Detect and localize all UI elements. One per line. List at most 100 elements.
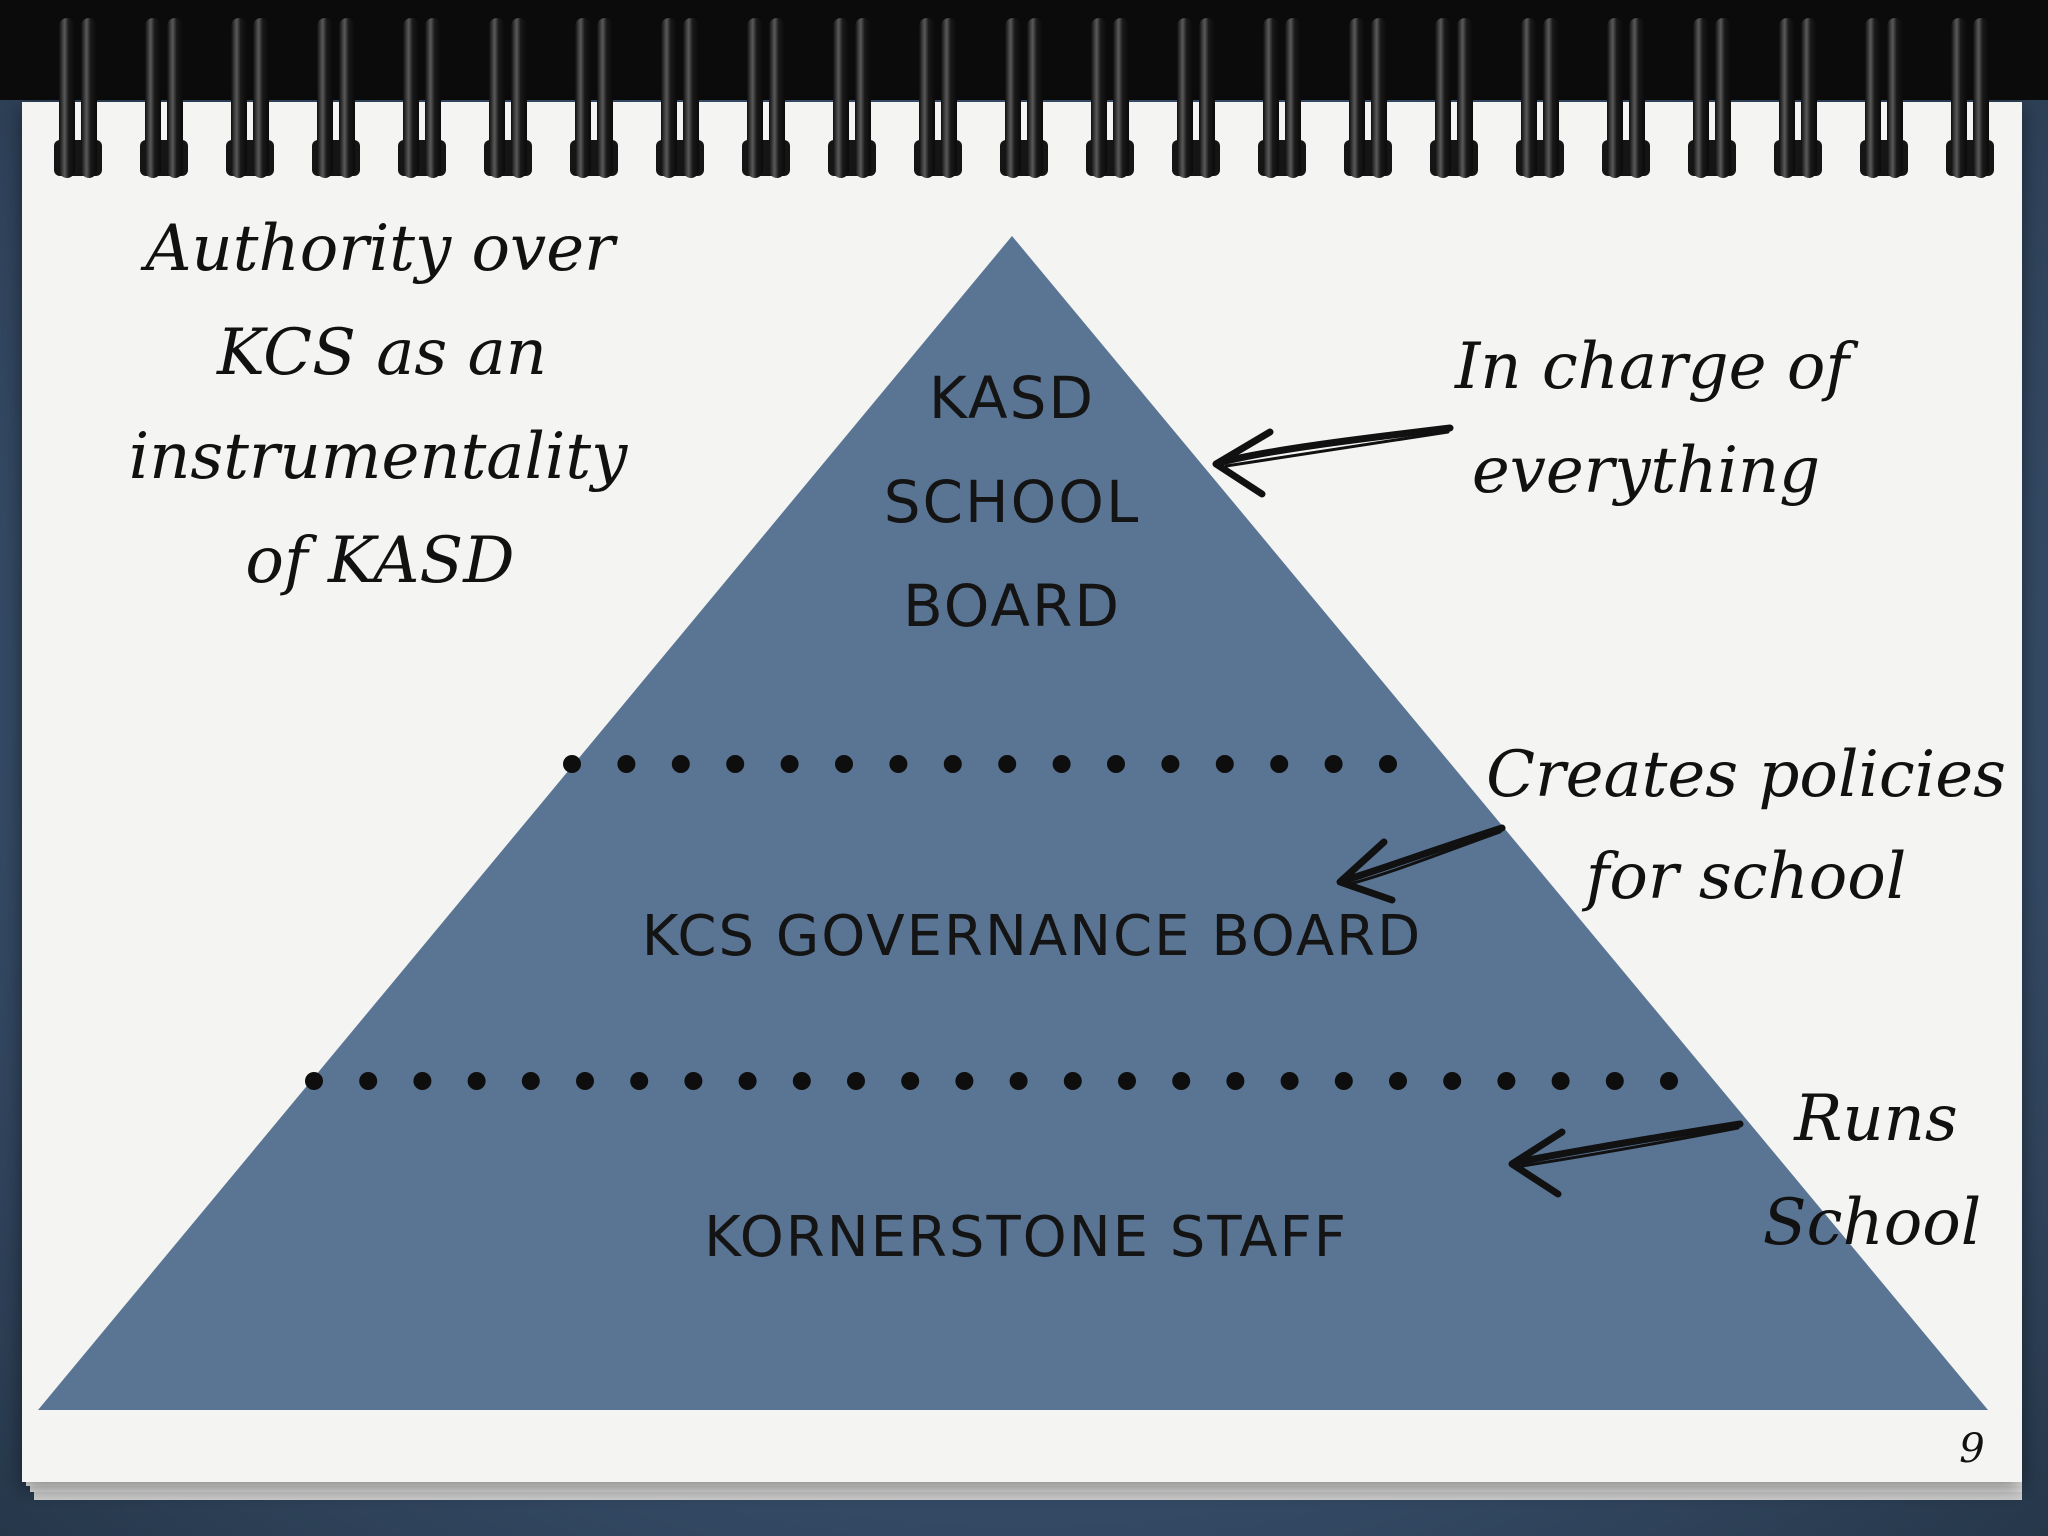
divider-dot bbox=[1389, 1072, 1407, 1090]
divider-dot bbox=[835, 755, 853, 773]
divider-dot bbox=[305, 1072, 323, 1090]
divider-dot bbox=[1551, 1072, 1570, 1090]
spiral-ring bbox=[769, 18, 785, 178]
spiral-ring bbox=[425, 18, 441, 178]
annotation-bottom-right-line-2: School bbox=[1763, 1186, 1981, 1260]
page-number: 9 bbox=[1959, 1426, 1984, 1472]
spiral-ring bbox=[1177, 18, 1193, 178]
spiral-ring bbox=[1349, 18, 1365, 178]
annotation-middle-right-line-1: Creates policies bbox=[1486, 738, 2006, 812]
spiral-ring bbox=[1715, 18, 1731, 178]
divider-dot bbox=[1324, 755, 1343, 773]
tier-kasd-school-board: KASD SCHOOL BOARD bbox=[884, 364, 1141, 640]
spiral-ring bbox=[1113, 18, 1129, 178]
tier-1-line-3: BOARD bbox=[903, 572, 1121, 640]
spiral-ring bbox=[1629, 18, 1645, 178]
divider-dot bbox=[792, 1072, 811, 1090]
spiral-ring bbox=[1951, 18, 1967, 178]
divider-dot bbox=[1118, 1072, 1136, 1090]
divider-dot bbox=[1280, 1072, 1299, 1090]
tier-1-line-1: KASD bbox=[929, 364, 1095, 432]
spiral-ring bbox=[1005, 18, 1021, 178]
binding-strip bbox=[0, 0, 2048, 100]
arrow-to-kornerstone-staff bbox=[1508, 1120, 1744, 1198]
divider-dot bbox=[1052, 755, 1071, 773]
divider-dot bbox=[943, 755, 962, 773]
divider-dot bbox=[630, 1072, 649, 1090]
annotation-middle-right-line-2: for school bbox=[1582, 840, 1907, 914]
spiral-ring bbox=[1027, 18, 1043, 178]
divider-dot bbox=[726, 755, 745, 773]
spiral-ring bbox=[511, 18, 527, 178]
tier-kcs-governance-board: KCS GOVERNANCE BOARD bbox=[642, 904, 1422, 969]
spiral-ring bbox=[1435, 18, 1451, 178]
spiral-ring bbox=[1801, 18, 1817, 178]
divider-dot bbox=[1334, 1072, 1353, 1090]
divider-dot bbox=[413, 1072, 432, 1090]
annotation-top-right: In charge of everything bbox=[1454, 330, 1859, 508]
spiral-ring bbox=[167, 18, 183, 178]
spiral-ring bbox=[941, 18, 957, 178]
divider-dot bbox=[563, 755, 581, 773]
tier-divider-top bbox=[563, 755, 1397, 773]
spiral-ring bbox=[919, 18, 935, 178]
spiral-ring bbox=[833, 18, 849, 178]
divider-dot bbox=[1270, 755, 1289, 773]
spiral-ring bbox=[81, 18, 97, 178]
annotation-left-line-4: of KASD bbox=[245, 524, 514, 598]
annotation-left-line-2: KCS as an bbox=[216, 316, 547, 390]
annotation-top-right-line-2: everything bbox=[1472, 434, 1820, 508]
spiral-ring bbox=[1285, 18, 1301, 178]
annotation-bottom-right-line-1: Runs bbox=[1793, 1082, 1957, 1156]
spiral-ring bbox=[1521, 18, 1537, 178]
spiral-ring bbox=[339, 18, 355, 178]
spiral-ring bbox=[1607, 18, 1623, 178]
divider-dot bbox=[521, 1072, 540, 1090]
tier-1-line-2: SCHOOL bbox=[884, 468, 1141, 536]
annotation-bottom-right: Runs School bbox=[1763, 1082, 1981, 1260]
annotation-middle-right: Creates policies for school bbox=[1486, 738, 2006, 914]
spiral-ring bbox=[1865, 18, 1881, 178]
divider-dot bbox=[1009, 1072, 1028, 1090]
spiral-ring bbox=[1887, 18, 1903, 178]
spiral-ring bbox=[1973, 18, 1989, 178]
divider-dot bbox=[359, 1072, 378, 1090]
divider-dot bbox=[1107, 755, 1125, 773]
divider-dot bbox=[1660, 1072, 1678, 1090]
divider-dot bbox=[1161, 755, 1180, 773]
spiral-ring bbox=[231, 18, 247, 178]
spiral-ring bbox=[855, 18, 871, 178]
annotation-top-right-line-1: In charge of bbox=[1454, 330, 1859, 404]
divider-dot bbox=[1172, 1072, 1191, 1090]
divider-dot bbox=[847, 1072, 865, 1090]
spiral-ring bbox=[1091, 18, 1107, 178]
divider-dot bbox=[671, 755, 690, 773]
arrow-to-governance-board bbox=[1336, 824, 1506, 904]
spiral-ring bbox=[145, 18, 161, 178]
spiral-ring bbox=[489, 18, 505, 178]
divider-dot bbox=[1379, 755, 1397, 773]
pyramid-shape bbox=[38, 236, 1988, 1410]
divider-dot bbox=[1215, 755, 1234, 773]
spiral-ring bbox=[1199, 18, 1215, 178]
spiral-ring bbox=[683, 18, 699, 178]
annotation-left-line-1: Authority over bbox=[140, 212, 618, 286]
divider-dot bbox=[684, 1072, 703, 1090]
divider-dot bbox=[1063, 1072, 1082, 1090]
spiral-ring bbox=[1543, 18, 1559, 178]
divider-dot bbox=[1443, 1072, 1462, 1090]
spiral-ring bbox=[1457, 18, 1473, 178]
spiral-ring bbox=[1263, 18, 1279, 178]
spiral-ring bbox=[317, 18, 333, 178]
spiral-ring bbox=[575, 18, 591, 178]
spiral-ring bbox=[1371, 18, 1387, 178]
divider-dot bbox=[576, 1072, 594, 1090]
spiral-ring bbox=[253, 18, 269, 178]
divider-dot bbox=[889, 755, 908, 773]
divider-dot bbox=[1226, 1072, 1245, 1090]
divider-dot bbox=[617, 755, 636, 773]
divider-dot bbox=[1497, 1072, 1516, 1090]
arrow-to-school-board bbox=[1212, 424, 1454, 498]
